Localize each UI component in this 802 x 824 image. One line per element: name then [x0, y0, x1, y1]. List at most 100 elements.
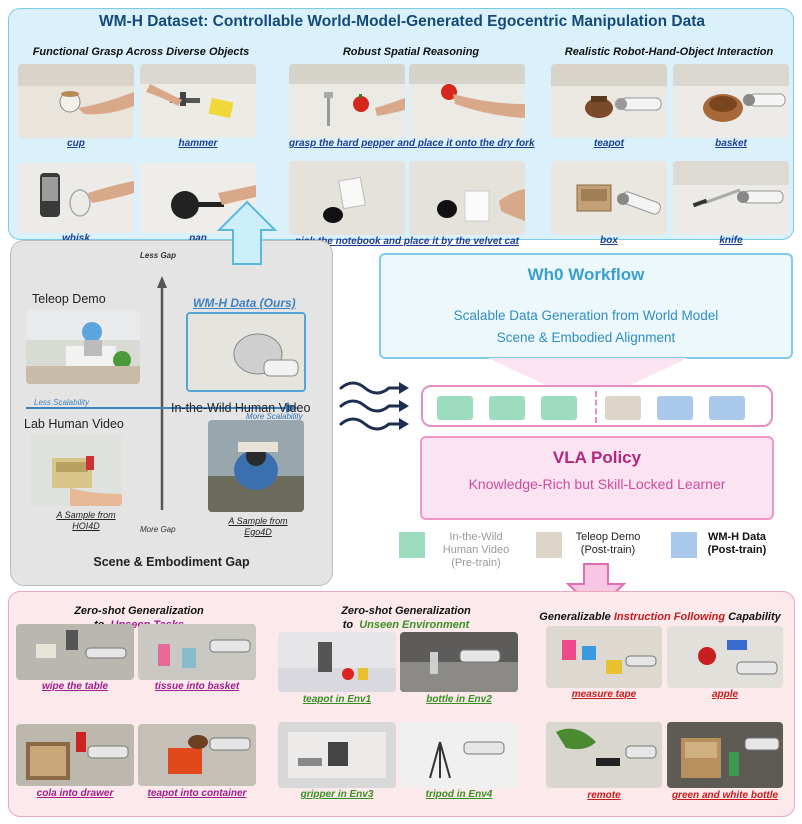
instr-post: Capability [728, 611, 781, 623]
tripod-env4-image [400, 722, 518, 788]
caption-box: box [600, 235, 618, 246]
caption-apple: apple [711, 689, 739, 700]
lab-human-video-label: Lab Human Video [24, 417, 124, 431]
legend-teleop-line2: (Post-train) [580, 544, 636, 556]
scene-embodiment-gap-title: Scene & Embodiment Gap [93, 555, 250, 569]
axis-label-less-gap: Less Gap [140, 251, 177, 260]
legend-swatch-wmh [671, 532, 697, 558]
gripper-env3-image [278, 722, 396, 788]
token-in-the-wild-1 [437, 396, 473, 420]
lab-sample-caption: A Sample from HOI4D [46, 510, 126, 532]
lab-human-video-image [30, 434, 122, 506]
legend-in-the-wild-line1: In-the-Wild [449, 531, 503, 543]
bottle-env2-image [400, 632, 518, 692]
wmh-data-label: WM-H Data (Ours) [193, 296, 296, 310]
caption-basket: basket [715, 138, 747, 149]
caption-hammer: hammer [178, 138, 218, 149]
wild-caption-line2: Ego4D [244, 527, 272, 537]
caption-measure-tape: measure tape [571, 689, 637, 700]
section-title-spatial-reasoning: Robust Spatial Reasoning [342, 46, 480, 58]
caption-green-white-bottle: green and white bottle [671, 790, 779, 801]
box-robot-image [551, 161, 667, 235]
legend-wmh-line1: WM-H Data [707, 531, 767, 543]
section-title-instruction-following: Generalizable Instruction Following Capa… [529, 610, 791, 624]
axis-label-more-scalability: More Scalability [246, 412, 303, 421]
remote-image [546, 722, 662, 788]
legend-wmh-line2: (Post-train) [707, 544, 767, 556]
wavy-arrows-icon [339, 381, 409, 431]
pepper-fork-image-1 [289, 64, 405, 138]
caption-cola-drawer: cola into drawer [36, 788, 114, 799]
pepper-fork-image-2 [409, 64, 525, 138]
teleop-demo-image [26, 310, 140, 384]
wipe-table-image [16, 624, 134, 680]
wild-sample-caption: A Sample from Ego4D [218, 516, 298, 538]
legend-swatch-teleop [536, 532, 562, 558]
token-in-the-wild-3 [541, 396, 577, 420]
gap-axes [26, 276, 298, 510]
wmh-dataset-panel: WM-H Dataset: Controllable World-Model-G… [8, 8, 794, 247]
scene-embodiment-gap-panel [10, 240, 333, 586]
green-white-bottle-image [667, 722, 783, 788]
cola-drawer-image [16, 724, 134, 786]
caption-gripper-env3: gripper in Env3 [300, 789, 374, 800]
legend-in-the-wild-line2: Human Video [442, 544, 510, 556]
up-arrow-icon [216, 200, 278, 265]
tissue-basket-image [138, 624, 256, 680]
teapot-env1-image [278, 632, 396, 692]
legend-teleop-line1: Teleop Demo [575, 531, 641, 543]
cup-grasp-image [18, 64, 134, 138]
unseen-tasks-line1: Zero-shot Generalization [74, 605, 204, 617]
hammer-grasp-image [140, 64, 256, 138]
wh0-workflow-box: Wh0 Workflow Scalable Data Generation fr… [379, 253, 793, 359]
notebook-cat-image-1 [289, 161, 405, 235]
token-divider [595, 391, 597, 423]
legend-in-the-wild: In-the-Wild Human Video (Pre-train) [432, 531, 520, 570]
unseen-env-line2: to Unseen Environment [291, 618, 521, 632]
section-title-unseen-environment: Zero-shot Generalization to Unseen Envir… [291, 604, 521, 632]
vla-policy-box: VLA Policy Knowledge-Rich but Skill-Lock… [420, 436, 774, 520]
caption-cup: cup [67, 138, 85, 149]
whisk-grasp-image [18, 163, 134, 233]
caption-notebook-cat: pick the notebook and place it by the ve… [295, 236, 519, 247]
unseen-env-prefix: to [342, 619, 354, 631]
caption-wipe-table: wipe the table [41, 681, 109, 692]
caption-teapot-env1: teapot in Env1 [302, 694, 372, 705]
axis-label-less-scalability: Less Scalability [34, 398, 90, 407]
legend-swatch-in-the-wild [399, 532, 425, 558]
token-teleop [605, 396, 641, 420]
workflow-title: Wh0 Workflow [527, 265, 645, 284]
instr-highlight: Instruction Following [613, 611, 726, 623]
workflow-line2: Scene & Embodied Alignment [496, 330, 676, 345]
caption-knife: knife [719, 235, 743, 246]
teleop-demo-label: Teleop Demo [32, 292, 106, 306]
caption-bottle-env2: bottle in Env2 [426, 694, 492, 705]
in-the-wild-human-video-image [208, 420, 304, 512]
generalization-panel: Zero-shot Generalization to Unseen Tasks… [8, 591, 795, 817]
legend-wmh: WM-H Data (Post-train) [702, 531, 772, 557]
workflow-funnel [488, 358, 688, 386]
axis-label-more-gap: More Gap [140, 525, 176, 534]
basket-robot-image [673, 64, 789, 138]
wmh-data-image [186, 312, 306, 392]
caption-pan: pan [189, 233, 207, 244]
lab-caption-line2: HOI4D [72, 521, 100, 531]
caption-whisk: whisk [62, 233, 90, 244]
vla-title: VLA Policy [552, 448, 642, 467]
unseen-env-line1: Zero-shot Generalization [341, 605, 471, 617]
legend-in-the-wild-line3: (Pre-train) [451, 557, 501, 569]
token-in-the-wild-2 [489, 396, 525, 420]
token-wmh-2 [709, 396, 745, 420]
vla-subtitle: Knowledge-Rich but Skill-Locked Learner [468, 476, 726, 492]
lab-caption-line1: A Sample from [56, 510, 116, 520]
knife-robot-image [673, 161, 789, 235]
legend-teleop: Teleop Demo (Post-train) [566, 531, 650, 557]
token-sequence-box [421, 385, 773, 427]
instr-pre: Generalizable [539, 611, 611, 623]
caption-tissue-basket: tissue into basket [154, 681, 240, 692]
unseen-env-highlight: Unseen Environment [359, 619, 470, 631]
notebook-cat-image-2 [409, 161, 525, 235]
measure-tape-image [546, 626, 662, 688]
in-the-wild-human-video-label: In-the-Wild Human Video [171, 401, 311, 415]
wmh-dataset-title: WM-H Dataset: Controllable World-Model-G… [99, 13, 705, 30]
